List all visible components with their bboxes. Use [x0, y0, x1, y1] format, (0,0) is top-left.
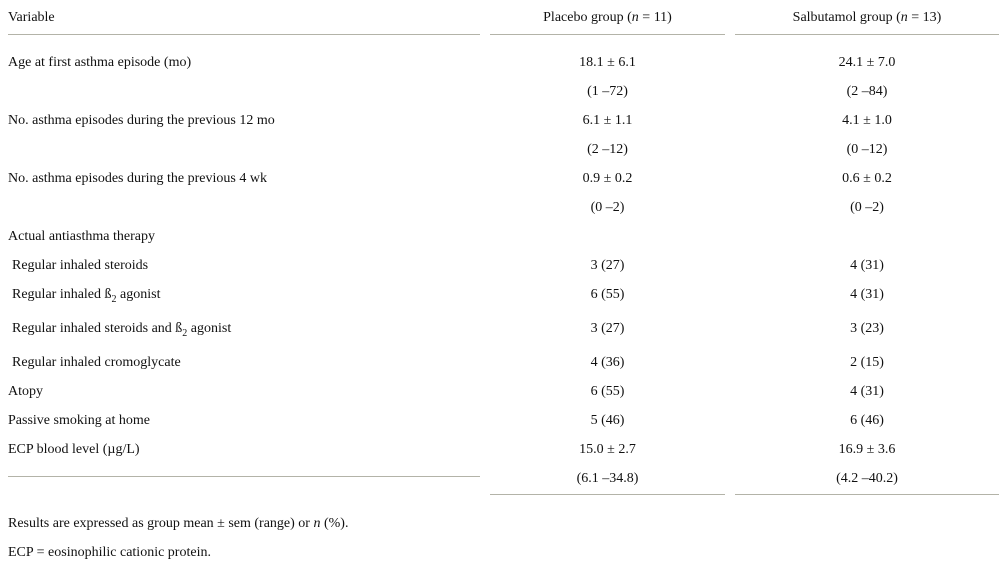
footer-rule-salbutamol	[735, 494, 999, 495]
row-episodes-12mo-salbutamol: 4.1 ± 1.0	[842, 113, 892, 128]
header-rule-salbutamol	[735, 34, 999, 35]
row-episodes-12mo-placebo-range: (2 –12)	[587, 142, 628, 157]
row-cromoglycate-placebo: 4 (36)	[590, 355, 625, 370]
row-steroids-label: Regular inhaled steroids	[12, 258, 149, 273]
row-age-salbutamol-range: (2 –84)	[846, 84, 888, 99]
row-age-placebo-range: (1 –72)	[587, 84, 628, 99]
row-steroids-b2-label: Regular inhaled steroids and ß2 agonist	[12, 321, 232, 339]
row-episodes-4wk-salbutamol-range: (0 –2)	[850, 200, 884, 215]
row-episodes-4wk-salbutamol: 0.6 ± 0.2	[842, 171, 892, 186]
footer-rule-placebo	[490, 494, 725, 495]
row-steroids-b2-salbutamol: 3 (23)	[850, 321, 884, 336]
row-b2-label: Regular inhaled ß2 agonist	[12, 287, 161, 305]
footnote-ecp-definition: ECP = eosinophilic cationic protein.	[8, 545, 211, 560]
row-b2-salbutamol: 4 (31)	[850, 287, 884, 302]
row-steroids-placebo: 3 (27)	[590, 258, 625, 273]
row-ecp-placebo: 15.0 ± 2.7	[579, 442, 636, 457]
row-episodes-4wk-placebo: 0.9 ± 0.2	[582, 171, 633, 186]
footer-rule-variable	[8, 476, 480, 477]
row-episodes-4wk-placebo-range: (0 –2)	[590, 200, 625, 215]
row-cromoglycate-salbutamol: 2 (15)	[850, 355, 884, 370]
header-rule-variable	[8, 34, 480, 35]
row-age-label: Age at first asthma episode (mo)	[8, 55, 192, 70]
header-placebo: Placebo group (n = 11)	[543, 10, 672, 25]
row-therapy-heading: Actual antiasthma therapy	[8, 229, 155, 244]
row-passive-smoking-label: Passive smoking at home	[8, 413, 150, 428]
row-ecp-salbutamol: 16.9 ± 3.6	[838, 442, 896, 457]
header-rule-placebo	[490, 34, 725, 35]
row-passive-smoking-placebo: 5 (46)	[590, 413, 625, 428]
row-episodes-4wk-label: No. asthma episodes during the previous …	[8, 171, 267, 186]
header-variable: Variable	[8, 10, 55, 25]
row-atopy-salbutamol: 4 (31)	[850, 384, 884, 399]
row-episodes-12mo-label: No. asthma episodes during the previous …	[8, 113, 275, 128]
header-salbutamol: Salbutamol group (n = 13)	[792, 10, 942, 25]
row-steroids-salbutamol: 4 (31)	[850, 258, 884, 273]
row-age-salbutamol: 24.1 ± 7.0	[838, 55, 896, 70]
row-episodes-12mo-placebo: 6.1 ± 1.1	[582, 113, 633, 128]
row-ecp-salbutamol-range: (4.2 –40.2)	[836, 471, 898, 486]
row-atopy-placebo: 6 (55)	[590, 384, 625, 399]
footnote-results: Results are expressed as group mean ± se…	[8, 516, 349, 531]
row-cromoglycate-label: Regular inhaled cromoglycate	[12, 355, 181, 370]
row-episodes-12mo-salbutamol-range: (0 –12)	[846, 142, 888, 157]
row-age-placebo: 18.1 ± 6.1	[579, 55, 636, 70]
row-b2-placebo: 6 (55)	[590, 287, 625, 302]
row-ecp-label: ECP blood level (µg/L)	[8, 442, 140, 457]
row-atopy-label: Atopy	[8, 384, 43, 399]
row-ecp-placebo-range: (6.1 –34.8)	[576, 471, 639, 486]
row-passive-smoking-salbutamol: 6 (46)	[850, 413, 884, 428]
row-steroids-b2-placebo: 3 (27)	[590, 321, 625, 336]
